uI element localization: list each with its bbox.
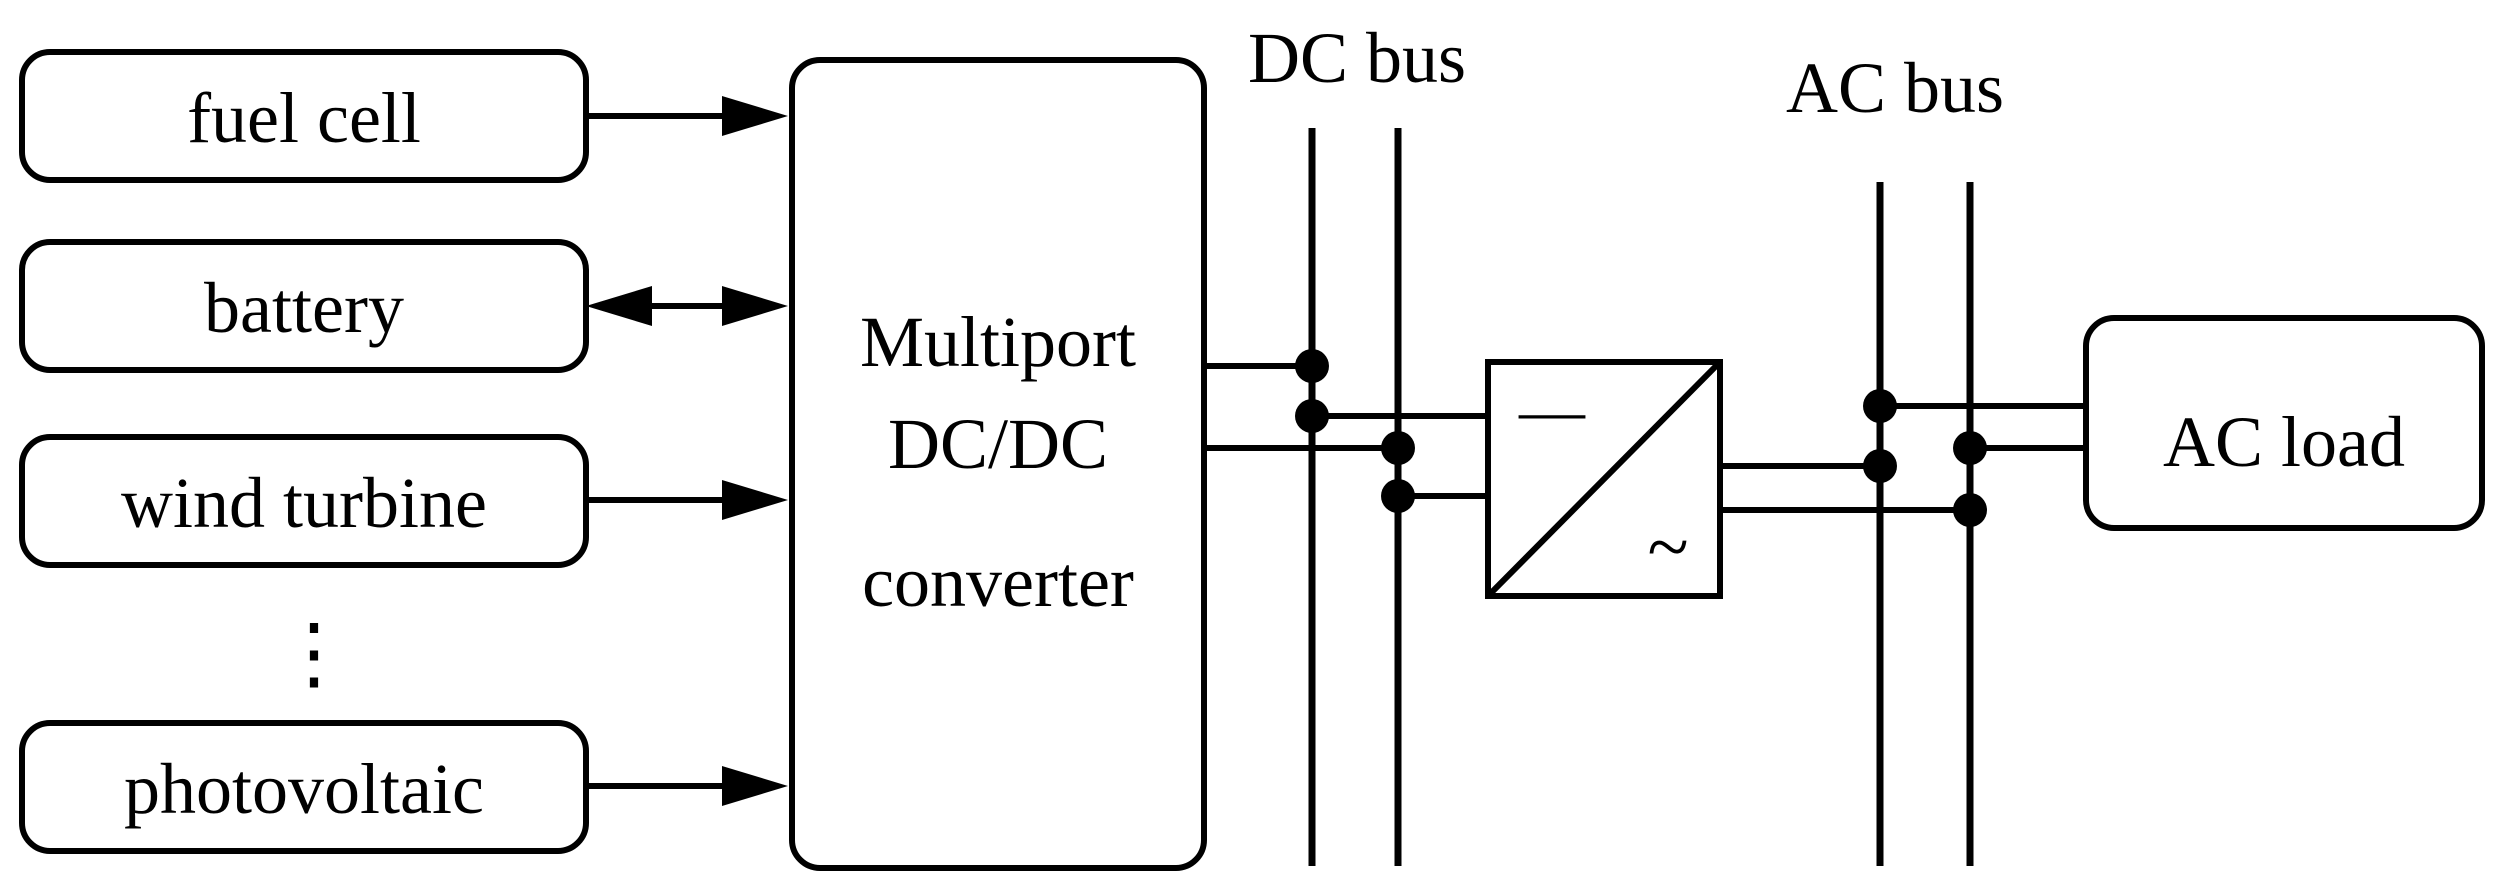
dc-bus-label: DC bus [1248, 18, 1466, 98]
junction-dot-ac-2 [1953, 493, 1987, 527]
ac-load: AC load [2083, 315, 2485, 531]
junction-dot-ac-1 [1863, 449, 1897, 483]
dc-ac-inverter: — ~ [1485, 359, 1723, 599]
source-fuel-cell: fuel cell [19, 49, 589, 183]
source-fuel-cell-label: fuel cell [187, 78, 421, 158]
source-battery: battery [19, 239, 589, 373]
ac-bus-label: AC bus [1786, 48, 2004, 128]
inverter-ac-symbol: ~ [1647, 505, 1688, 589]
junction-dot-dc-3 [1295, 399, 1329, 433]
inverter-dc-symbol: — [1518, 374, 1586, 447]
arrow-wind-turbine-to-converter [586, 480, 788, 520]
source-wind-turbine: wind turbine [19, 434, 589, 568]
junction-dot-ac-4 [1953, 431, 1987, 465]
multiport-dc-dc-converter: Multiport DC/DC converter [789, 57, 1207, 871]
junction-dot-dc-4 [1381, 479, 1415, 513]
junction-dot-dc-2 [1381, 431, 1415, 465]
more-sources-ellipsis: ⋮ [274, 610, 354, 698]
converter-label-line1: Multiport [860, 302, 1136, 382]
source-photovoltaic-label: photovoltaic [124, 749, 484, 829]
arrow-photovoltaic-to-converter [586, 766, 788, 806]
junction-dot-dc-1 [1295, 349, 1329, 383]
converter-label-line2: DC/DC [888, 404, 1108, 484]
junction-dot-ac-3 [1863, 389, 1897, 423]
source-wind-turbine-label: wind turbine [121, 463, 487, 543]
arrow-battery-bidirectional [586, 286, 788, 326]
arrow-fuel-cell-to-converter [586, 96, 788, 136]
source-battery-label: battery [204, 268, 404, 348]
source-photovoltaic: photovoltaic [19, 720, 589, 854]
ac-load-label: AC load [2163, 402, 2405, 482]
converter-label-line3: converter [862, 542, 1134, 622]
